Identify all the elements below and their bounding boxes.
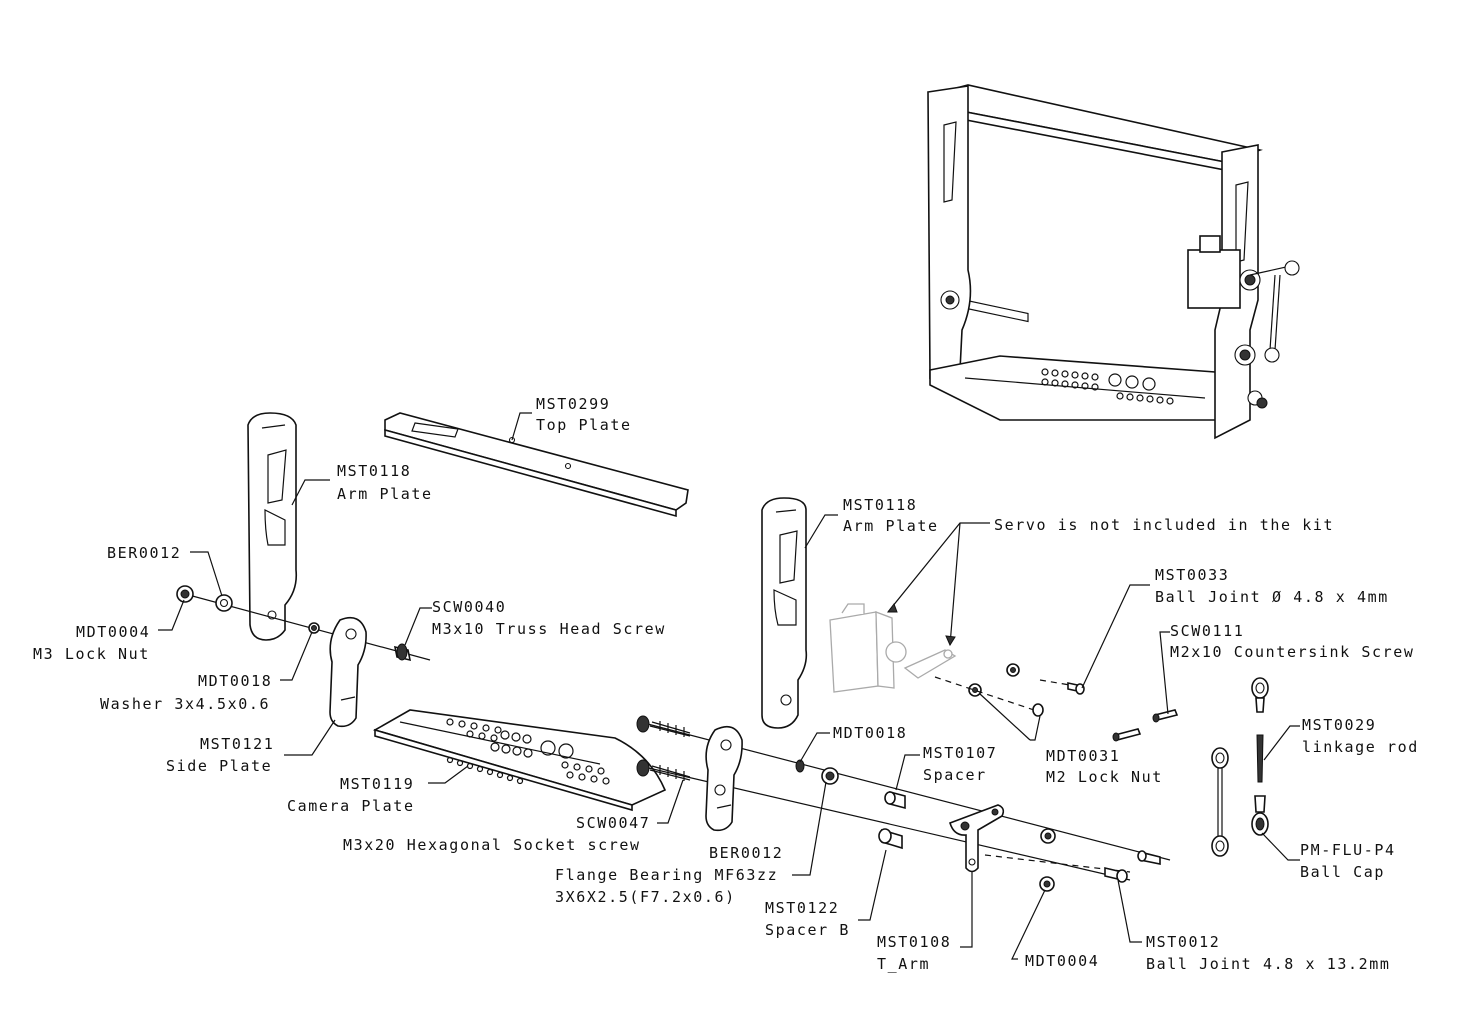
servo-horn-hardware <box>934 663 1179 742</box>
label-mst0029-name: linkage rod <box>1302 738 1419 756</box>
label-mst0108-code: MST0108 <box>877 933 952 951</box>
label-ber0012b-dim: 3X6X2.5(F7.2x0.6) <box>555 888 736 906</box>
label-mst0107-code: MST0107 <box>923 744 998 762</box>
label-mdt0018a-code: MDT0018 <box>198 672 273 690</box>
linkage-parts <box>1211 677 1269 857</box>
right-axis-hardware <box>636 715 1171 892</box>
label-mst0118b-name: Arm Plate <box>843 517 939 535</box>
label-mst0118a-code: MST0118 <box>337 462 412 480</box>
label-pmflu-code: PM-FLU-P4 <box>1300 841 1396 859</box>
label-scw0111-code: SCW0111 <box>1170 622 1245 640</box>
label-mst0107-name: Spacer <box>923 766 987 784</box>
label-mst0012-name: Ball Joint 4.8 x 13.2mm <box>1146 955 1391 973</box>
label-mdt0004b-code: MDT0004 <box>1025 952 1100 970</box>
label-servo-note: Servo is not included in the kit <box>994 516 1335 534</box>
label-mst0012-code: MST0012 <box>1146 933 1221 951</box>
assembled-gimbal <box>927 84 1300 440</box>
label-mst0299-name: Top Plate <box>536 416 632 434</box>
label-ber0012b-code: BER0012 <box>709 844 784 862</box>
label-mdt0004a-code: MDT0004 <box>76 623 151 641</box>
label-pmflu-name: Ball Cap <box>1300 863 1386 881</box>
label-mst0299-code: MST0299 <box>536 395 611 413</box>
label-mst0119-name: Camera Plate <box>287 797 415 815</box>
label-scw0111-name: M2x10 Countersink Screw <box>1170 643 1415 661</box>
label-mst0119-code: MST0119 <box>340 775 415 793</box>
label-mst0029-code: MST0029 <box>1302 716 1377 734</box>
servo-ghost <box>829 603 957 693</box>
label-mst0122-name: Spacer B <box>765 921 851 939</box>
label-mst0118a-name: Arm Plate <box>337 485 433 503</box>
label-mdt0018b-code: MDT0018 <box>833 724 908 742</box>
label-scw0047-code: SCW0047 <box>576 814 651 832</box>
label-mst0121-name: Side Plate <box>166 757 273 775</box>
label-mst0033-code: MST0033 <box>1155 566 1230 584</box>
right-arm-plate <box>761 497 808 729</box>
label-mdt0004a-name: M3 Lock Nut <box>33 645 150 663</box>
label-mdt0031-name: M2 Lock Nut <box>1046 768 1163 786</box>
label-scw0040-name: M3x10 Truss Head Screw <box>432 620 666 638</box>
label-mst0108-name: T_Arm <box>877 955 931 973</box>
camera-plate <box>372 709 667 812</box>
top-plate <box>384 412 689 518</box>
label-ber0012b-name: Flange Bearing MF63zz <box>555 866 779 884</box>
label-scw0047-name: M3x20 Hexagonal Socket screw <box>343 836 641 854</box>
label-mdt0031-code: MDT0031 <box>1046 747 1121 765</box>
label-mst0118b-code: MST0118 <box>843 496 918 514</box>
label-mst0122-code: MST0122 <box>765 899 840 917</box>
label-mst0121-code: MST0121 <box>200 735 275 753</box>
leader-lines <box>158 412 1300 960</box>
label-mst0033-name: Ball Joint Ø 4.8 x 4mm <box>1155 588 1389 606</box>
left-arm-plate <box>247 412 298 641</box>
label-mdt0018a-name: Washer 3x4.5x0.6 <box>100 695 271 713</box>
left-axis-hardware <box>176 585 431 728</box>
label-ber0012a-code: BER0012 <box>107 544 182 562</box>
label-scw0040-code: SCW0040 <box>432 598 507 616</box>
